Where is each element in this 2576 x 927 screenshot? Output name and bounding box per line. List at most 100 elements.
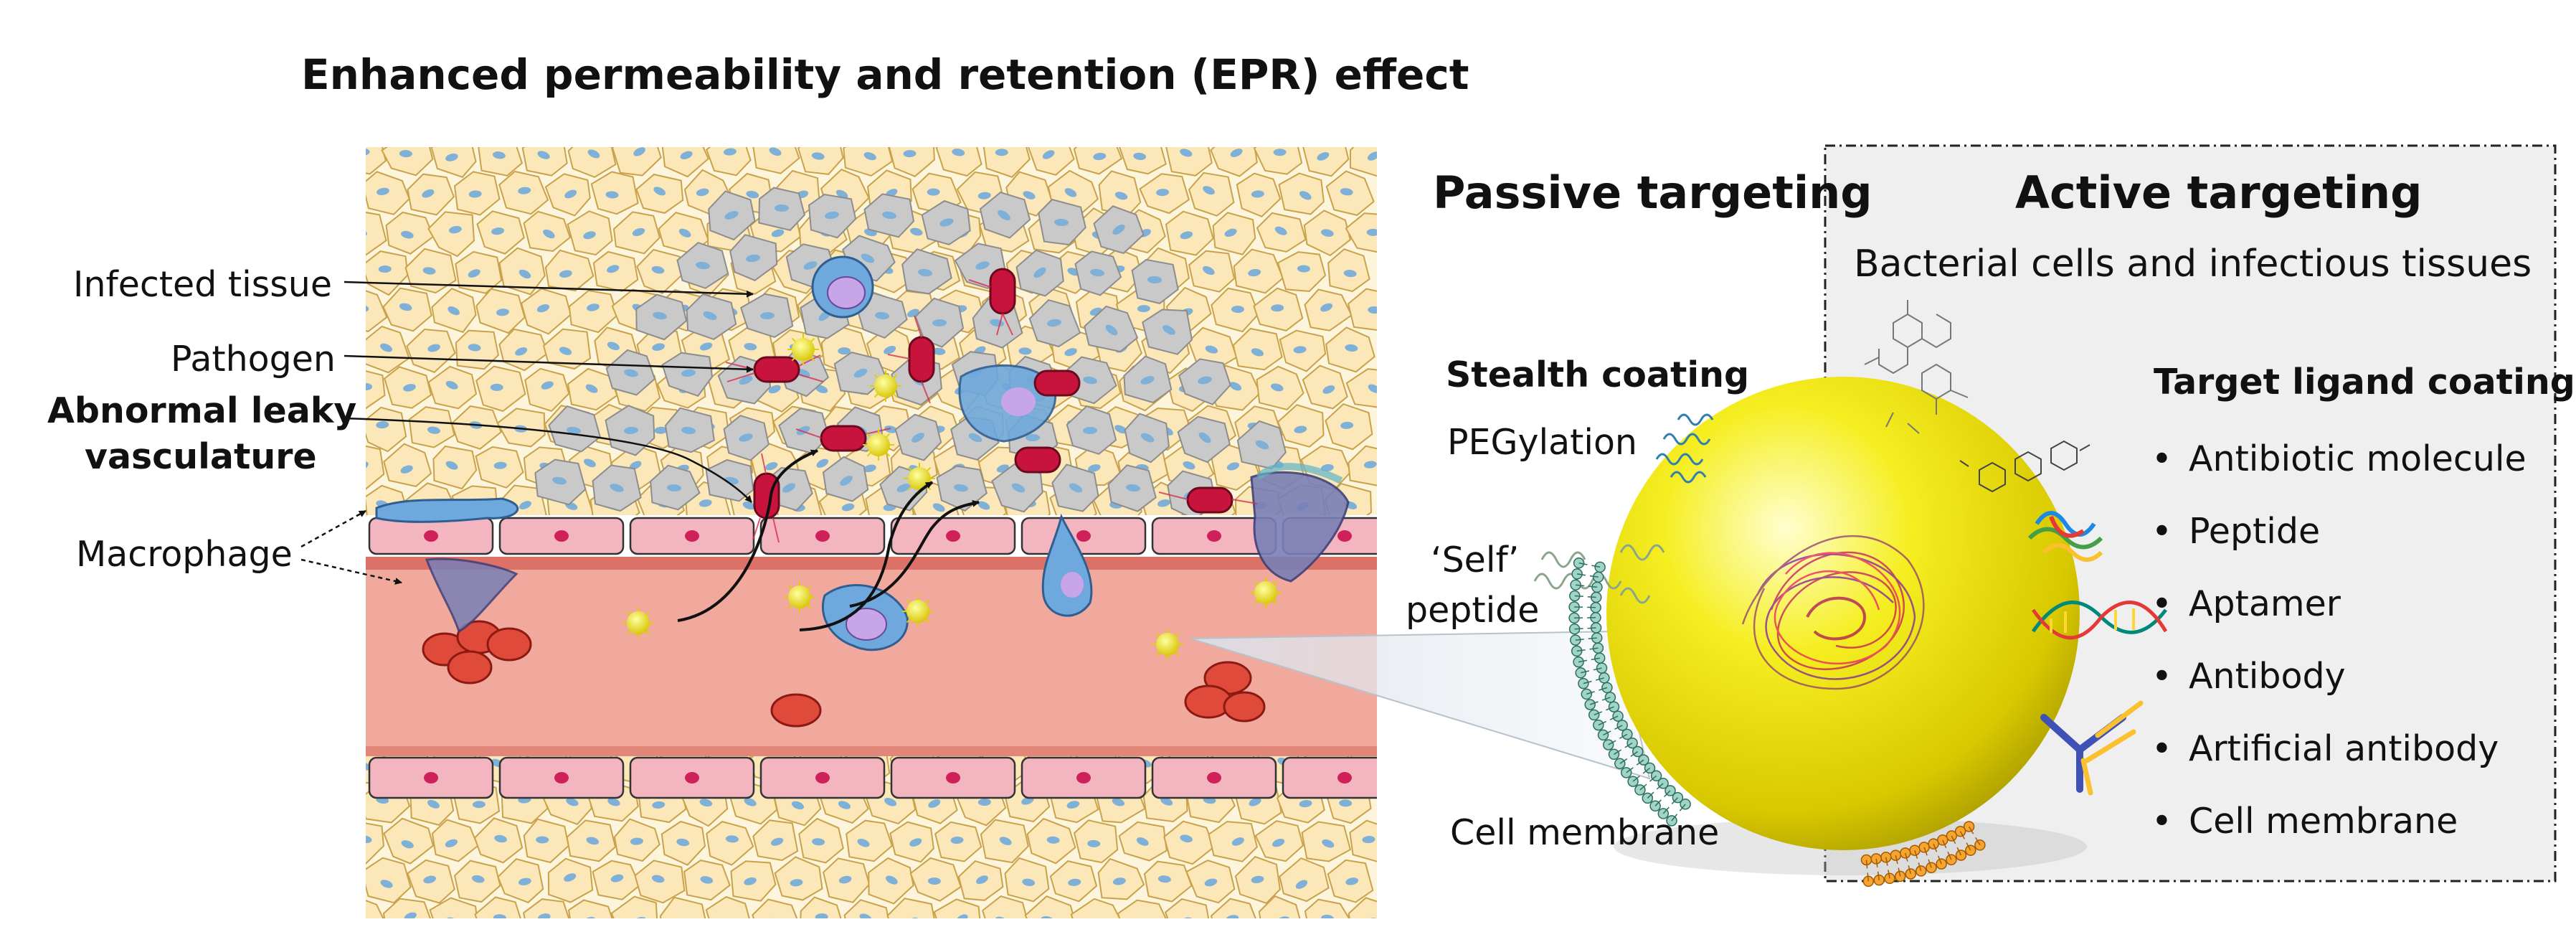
infected-cell <box>936 465 988 512</box>
target-ligand-heading: Target ligand coating <box>2154 362 2575 403</box>
tissue-cell <box>429 897 478 918</box>
tissue-cell <box>634 860 686 904</box>
tissue-cell <box>381 147 434 177</box>
tissue-cell <box>982 147 1031 178</box>
tissue-cell <box>496 408 546 448</box>
tissue-cell <box>406 328 456 373</box>
endothelial-cell <box>1021 517 1147 555</box>
tissue-cell <box>1232 327 1283 371</box>
tissue-cell <box>385 211 435 255</box>
tissue-cell <box>1073 819 1119 864</box>
infected-cell <box>1051 464 1099 512</box>
infected-cell <box>1142 309 1193 355</box>
self-peptide-label-line1: ‘Self’ <box>1431 540 1520 580</box>
tissue-cell <box>635 174 684 215</box>
tissue-cell <box>1210 898 1256 918</box>
infected-cell <box>914 297 965 348</box>
infected-cell <box>1131 258 1179 304</box>
infected-cell <box>863 193 915 238</box>
tissue-cell <box>366 147 387 175</box>
tissue-cell <box>366 822 385 865</box>
infected-cell <box>894 413 942 461</box>
tissue-cell <box>1165 210 1214 256</box>
nanoparticle-dot <box>904 463 935 494</box>
cell-membrane-bilayer-left <box>1568 557 1691 827</box>
tissue-cell <box>366 900 384 918</box>
tissue-cell <box>1301 821 1352 862</box>
infected-cell <box>661 352 714 397</box>
infected-cell <box>758 187 806 232</box>
extravasation-arrows <box>677 449 980 631</box>
nanoparticle-core <box>1606 377 2080 850</box>
infected-cell <box>708 190 756 241</box>
infected-cell <box>921 199 971 245</box>
label-macrophage: Macrophage <box>76 534 293 575</box>
endothelial-cell <box>759 756 886 799</box>
tissue-cell <box>1258 895 1301 918</box>
tissue-cell <box>822 857 871 903</box>
active-targeting-subheading: Bacterial cells and infectious tissues <box>1854 243 2532 286</box>
infected-cell <box>1074 250 1122 296</box>
tissue-cell <box>407 859 455 904</box>
tissue-cell <box>800 896 842 918</box>
tissue-cell <box>432 445 478 490</box>
tissue-cell <box>427 211 475 258</box>
tissue-cell <box>547 857 594 903</box>
tissue-cell <box>798 817 844 864</box>
tissue-cell <box>542 328 592 370</box>
infected-cell <box>1093 205 1145 255</box>
infected-cell <box>605 349 656 396</box>
ligand-item: •Antibiotic molecule <box>2151 438 2527 479</box>
tissue-cell <box>427 365 478 410</box>
tissue-cell <box>934 821 982 862</box>
stealth-coating-heading: Stealth coating <box>1446 354 1750 395</box>
tissue-cell <box>567 147 617 179</box>
tissue-cell <box>1236 172 1282 217</box>
tissue-cell <box>1024 895 1075 918</box>
endothelial-cell <box>368 756 494 799</box>
tissue-cell <box>366 857 412 904</box>
infected-cell <box>605 405 655 456</box>
tissue-cell <box>521 147 568 177</box>
tissue-cell <box>520 288 572 335</box>
tissue-cell <box>478 147 524 177</box>
infected-cell <box>534 458 587 506</box>
infected-cell <box>729 234 778 281</box>
tissue-cell <box>1164 898 1210 918</box>
tissue-cell <box>980 819 1029 864</box>
tissue-cell <box>431 288 477 334</box>
tissue-cell <box>592 860 641 900</box>
tissue-cell <box>1348 445 1377 486</box>
infected-cell <box>833 352 887 395</box>
ligand-item: •Aptamer <box>2151 583 2341 624</box>
tissue-cell <box>797 147 844 175</box>
tissue-cell <box>1253 287 1304 331</box>
tissue-cell <box>1027 147 1075 176</box>
tissue-cell <box>1327 248 1370 293</box>
tissue-cell <box>1304 288 1353 331</box>
tissue-cell <box>366 370 386 410</box>
tissue-cell <box>1185 860 1236 904</box>
tissue-cell <box>661 147 709 178</box>
tissue-cell <box>1165 147 1213 177</box>
tissue-cell <box>957 860 1004 901</box>
nanoparticle-dot <box>1250 577 1282 608</box>
tissue-cell <box>1325 403 1373 451</box>
figure-title: Enhanced permeability and retention (EPR… <box>301 50 1469 99</box>
tissue-cell <box>636 325 683 370</box>
endothelial-cell <box>890 517 1016 555</box>
tissue-cell <box>592 250 639 292</box>
tissue-cell <box>660 820 706 866</box>
tissue-cell <box>475 446 524 489</box>
self-peptide-label-line2: peptide <box>1406 590 1540 631</box>
tissue-cell <box>933 898 981 918</box>
label-infected-tissue: Infected tissue <box>73 264 332 305</box>
tissue-cell <box>1327 859 1374 903</box>
infected-cell <box>548 405 601 453</box>
nanoparticle-dot <box>784 581 815 613</box>
tissue-cell <box>475 288 526 334</box>
passive-targeting-heading: Passive targeting <box>1433 166 1872 219</box>
tissue-cell <box>935 147 982 177</box>
tissue-cell <box>889 821 934 863</box>
